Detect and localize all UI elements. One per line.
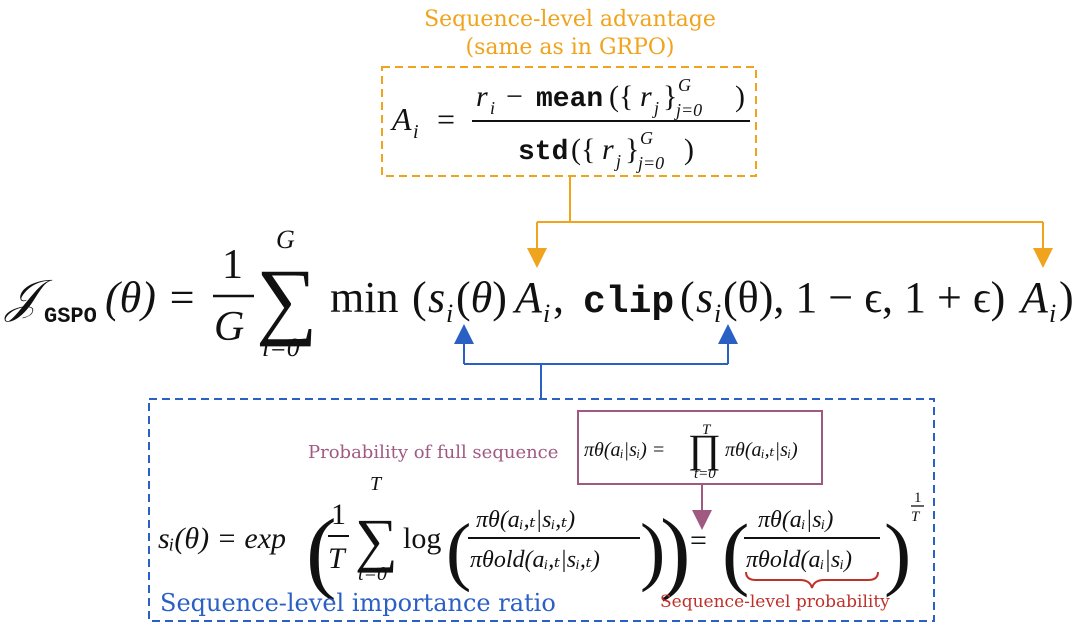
ratio-exponent-num: 1 [914,490,922,506]
std-inner-sub: j [614,151,621,171]
objective-min: min [330,273,398,322]
advantage-term-1: A [512,273,543,322]
ratio-sum-upper: T [370,473,383,495]
sequence-probability-brace [745,571,879,589]
ratio-exponent-den: T [911,509,921,525]
mean-inner-sub: j [652,98,659,118]
std-sub-range: j=0 [636,153,664,173]
prob-product-lower: t=0 [694,466,716,482]
ratio-term-s: s [428,273,445,322]
mean-open: ({ [609,80,633,113]
clip-function: clip [583,281,674,324]
objective-close-paren: ) [1059,273,1074,322]
advantage-title-line2: (same as in GRPO) [465,35,674,60]
ratio-arrow [463,338,729,398]
advantage-lhs: A [390,101,412,137]
mean-inner-r: r [640,80,652,113]
advantage-equals: = [437,101,455,137]
advantage-arrow [536,176,1044,255]
objective-comma: , [553,273,564,322]
clip-ratio-sub: i [714,299,721,328]
probability-box [577,410,823,485]
std-function: std [518,137,568,168]
advantage-title-line1: Sequence-level advantage [424,7,716,32]
ratio-term-sub: i [446,299,453,328]
ratio-inner-open-paren: ( [446,509,471,593]
advantage-formula: A i = r i − mean ({ r j } G j=0 ) std ({… [390,75,750,173]
numerator-minus: − [506,80,523,113]
ratio-big-close-paren: ) [660,500,691,602]
importance-ratio-label: Sequence-level importance ratio [160,589,556,617]
clip-ratio-s: s [696,273,713,322]
objective-frac-num: 1 [222,242,243,288]
ratio-formula: sᵢ(θ) = exp ( 1 T T ∑ t=0 log ( πθ(aᵢ,ₜ|… [158,473,924,602]
ratio-log: log [403,522,441,555]
clip-open-paren: ( [680,273,695,322]
objective-theta: (θ) = [105,273,197,322]
ratio-sum-lower: t=0 [358,563,387,585]
numerator-r: r [476,80,488,113]
objective-sum-upper: G [276,225,295,254]
objective-sum-lower: i=0 [262,333,300,362]
prob-product-sign: ∏ [688,426,721,471]
importance-ratio-box [148,398,935,622]
objective-open-paren: ( [412,273,427,322]
advantage-lhs-sub: i [413,121,419,143]
ratio-term-theta: (θ) [456,273,507,322]
mean-sub-range: j=0 [674,100,702,120]
objective-frac-den: G [214,304,244,350]
prob-product-upper: T [702,422,712,438]
std-inner-r: r [602,133,614,166]
mean-sup: G [678,75,691,95]
advantage-term-1-sub: i [543,299,550,328]
numerator-r-sub: i [490,98,495,118]
probability-full-sequence-label: Probability of full sequence [308,442,558,463]
std-sup: G [640,128,653,148]
ratio-rhs-close-paren: ) [884,507,911,598]
objective-subscript: GSPO [44,304,97,329]
probability-formula: πθ(aᵢ|sᵢ) = T ∏ t=0 πθ(aᵢ,ₜ|sᵢ) [584,422,798,482]
prob-rhs: πθ(aᵢ,ₜ|sᵢ) [725,439,798,461]
objective-sum-sign: ∑ [256,251,317,347]
ratio-lhs: sᵢ(θ) = exp [158,522,286,555]
ratio-big-open-paren: ( [306,500,337,602]
ratio-rhs-den: πθold(aᵢ|sᵢ) [746,547,852,573]
mean-close-brace: } [663,80,677,113]
clip-args: (θ), 1 − ϵ, 1 + ϵ) [723,273,1005,322]
ratio-rhs-num: πθ(aᵢ|sᵢ) [758,507,833,533]
ratio-frac-den: T [328,542,347,575]
std-open: ({ [571,133,595,166]
advantage-term-2-sub: i [1049,299,1056,328]
sequence-probability-label: Sequence-level probability [660,592,890,612]
advantage-term-2: A [1018,273,1049,322]
std-close-paren: ) [684,133,694,166]
ratio-equals: = [690,524,707,557]
std-close-brace: } [625,133,639,166]
ratio-inner-den: πθold(aᵢ,ₜ|sᵢ,ₜ) [470,547,600,573]
ratio-sum-sign: ∑ [355,507,398,573]
mean-close-paren: ) [735,80,745,113]
ratio-frac-num: 1 [331,498,346,531]
mean-function: mean [536,84,603,115]
prob-lhs: πθ(aᵢ|sᵢ) = [584,439,665,461]
ratio-inner-num: πθ(aᵢ,ₜ|sᵢ,ₜ) [476,507,575,533]
gspo-objective: 𝒥 GSPO (θ) = 1 G G ∑ i=0 min ( s i (θ) A… [4,225,1074,362]
ratio-rhs-open-paren: ( [722,507,749,598]
ratio-inner-close-paren: ) [640,509,665,593]
